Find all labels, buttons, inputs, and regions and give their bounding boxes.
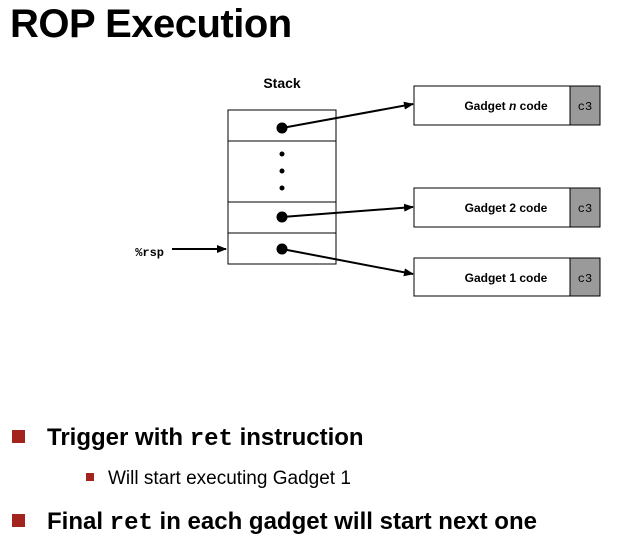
gadget-1-label: Gadget 1 code — [465, 271, 548, 285]
slide-title: ROP Execution — [10, 2, 292, 46]
bullet-text: instruction — [232, 424, 364, 451]
gadget-1-code-box — [413, 257, 571, 297]
bullet-square-icon — [12, 430, 25, 444]
gadget-2-label: Gadget 2 code — [465, 201, 548, 215]
bullet-square-icon — [86, 472, 94, 481]
bullet-final-ret: Final ret in each gadget will start next… — [12, 508, 537, 537]
arrow-to-gadget-1 — [281, 248, 414, 277]
stack-label: Stack — [263, 75, 301, 91]
ellipsis-dot — [279, 168, 285, 174]
ret-code: ret — [189, 426, 233, 453]
bullet-text: in each gadget will start next one — [152, 508, 537, 535]
rop-diagram: Stack %rsp Gadget n code c3 Gadget 2 cod… — [135, 75, 601, 297]
ret-code: ret — [109, 510, 153, 537]
gadget-2-opcode: c3 — [578, 202, 592, 216]
gadget-n-label: Gadget n code — [464, 99, 548, 113]
bullet-trigger-ret: Trigger with ret instruction — [12, 424, 364, 453]
gadget-n-box: Gadget n code c3 — [413, 85, 601, 126]
gadget-2-box: Gadget 2 code c3 — [413, 187, 601, 228]
gadget-2-code-box — [413, 187, 571, 228]
bullet-square-icon — [12, 514, 25, 528]
gadget-n-opcode: c3 — [578, 100, 592, 114]
stack — [227, 109, 337, 265]
gadget-1-opcode: c3 — [578, 272, 592, 286]
gadget-n-code-box — [413, 85, 571, 126]
subbullet-start-gadget-1: Will start executing Gadget 1 — [86, 468, 351, 490]
ellipsis-dot — [279, 185, 285, 191]
bullet-text: Final — [47, 508, 110, 535]
bullet-text: Will start executing Gadget 1 — [108, 468, 351, 489]
ellipsis-dot — [279, 151, 285, 157]
gadget-1-box: Gadget 1 code c3 — [413, 257, 601, 297]
gadget-2-op-box — [569, 187, 601, 228]
gadget-n-op-box — [569, 85, 601, 126]
arrow-to-gadget-2 — [281, 203, 414, 218]
gadget-1-op-box — [569, 257, 601, 297]
arrow-to-gadget-n — [281, 101, 414, 129]
bullet-text: Trigger with — [47, 424, 190, 451]
rsp-label: %rsp — [135, 246, 164, 260]
